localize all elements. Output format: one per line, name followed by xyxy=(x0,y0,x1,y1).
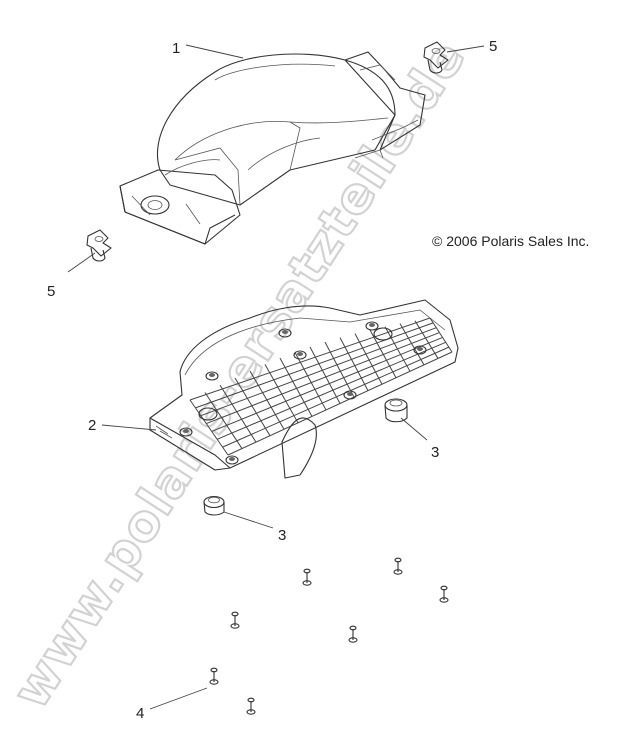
part-3-grommet-lower xyxy=(203,495,225,516)
part-3-grommet-upper xyxy=(384,398,408,423)
leader-3-lower xyxy=(223,511,274,529)
part-1-seat xyxy=(119,51,426,245)
tray-grid xyxy=(189,317,453,456)
leader-5-upper xyxy=(446,45,485,53)
screw xyxy=(439,585,449,603)
screw xyxy=(209,667,219,685)
leader-4 xyxy=(149,687,208,710)
tray-bosses xyxy=(179,321,427,465)
callout-3-upper: 3 xyxy=(431,444,439,461)
leader-5-lower xyxy=(67,252,96,273)
leader-3-upper xyxy=(400,417,428,441)
callout-4: 4 xyxy=(136,705,144,722)
callout-5-upper: 5 xyxy=(489,38,497,55)
part-5-clip-upper xyxy=(423,41,449,74)
screw xyxy=(230,611,240,629)
callout-1: 1 xyxy=(172,40,180,57)
leader-1 xyxy=(185,44,244,59)
copyright-notice: © 2006 Polaris Sales Inc. xyxy=(432,233,589,249)
callout-2: 2 xyxy=(88,417,96,434)
screw xyxy=(246,697,256,715)
watermark-text: www.polaris-ersatzteile.de xyxy=(1,30,476,719)
callout-5-lower: 5 xyxy=(47,283,55,300)
part-2-tray xyxy=(149,299,459,479)
screw xyxy=(393,557,403,575)
screw xyxy=(302,568,312,586)
part-5-clip-lower xyxy=(86,229,112,262)
part-4-screws xyxy=(209,557,449,715)
leader-2 xyxy=(101,424,157,431)
callout-3-lower: 3 xyxy=(278,527,286,544)
screw xyxy=(348,625,358,643)
